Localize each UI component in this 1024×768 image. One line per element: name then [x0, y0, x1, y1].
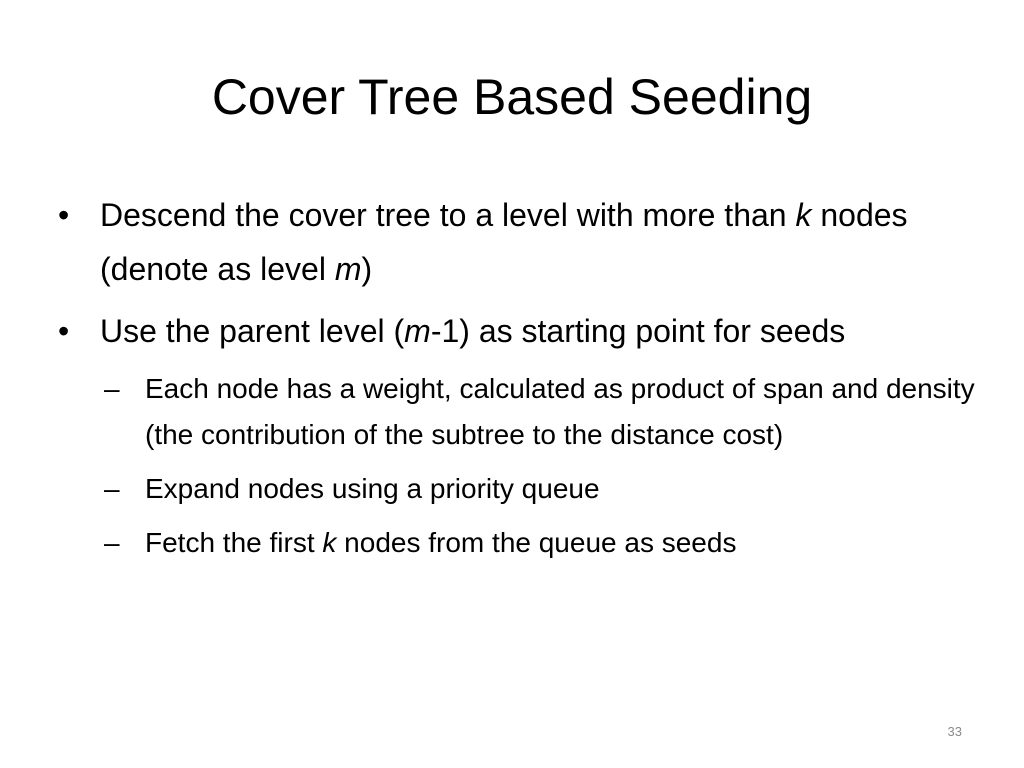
bullet-1-text-c: ): [361, 251, 373, 287]
subbullet-3-k: k: [322, 527, 337, 558]
bullet-2: • Use the parent level (m-1) as starting …: [56, 304, 976, 358]
subbullet-list: –Each node has a weight, calculated as p…: [56, 366, 976, 566]
subbullet-1: –Each node has a weight, calculated as p…: [104, 366, 976, 458]
subbullet-3: –Fetch the first k nodes from the queue …: [104, 520, 976, 566]
slide-title: Cover Tree Based Seeding: [211, 69, 813, 125]
bullet-1: • Descend the cover tree to a level with …: [56, 188, 976, 296]
bullet-2-text-a: Use the parent level (: [100, 313, 405, 349]
subbullet-group: –Each node has a weight, calculated as p…: [56, 366, 976, 566]
subbullet-2: –Expand nodes using a priority queue: [104, 466, 976, 512]
bullet-1-m: m: [334, 251, 362, 287]
subbullet-marker: –: [104, 373, 120, 404]
subbullet-1-text: Each node has a weight, calculated as pr…: [145, 373, 975, 450]
bullet-1-text-a: Descend the cover tree to a level with m…: [100, 197, 796, 233]
bullet-2-m: m: [404, 313, 431, 349]
bullet-1-text-b: nodes (denote as level: [100, 197, 908, 287]
subbullet-3-text-b: nodes from the queue as seeds: [336, 527, 737, 558]
subbullet-3-text-a: Fetch the first: [145, 527, 323, 558]
bullet-1-k: k: [795, 197, 812, 233]
subbullet-marker: –: [104, 473, 120, 504]
subbullet-marker: –: [104, 527, 120, 558]
slide-body: • Descend the cover tree to a level with …: [56, 188, 976, 574]
bullet-marker: •: [58, 197, 70, 233]
bullet-2-text-b: -1) as starting point for seeds: [430, 313, 846, 349]
subbullet-2-text: Expand nodes using a priority queue: [145, 473, 600, 504]
page-number: 33: [947, 724, 962, 739]
bullet-marker: •: [58, 313, 70, 349]
